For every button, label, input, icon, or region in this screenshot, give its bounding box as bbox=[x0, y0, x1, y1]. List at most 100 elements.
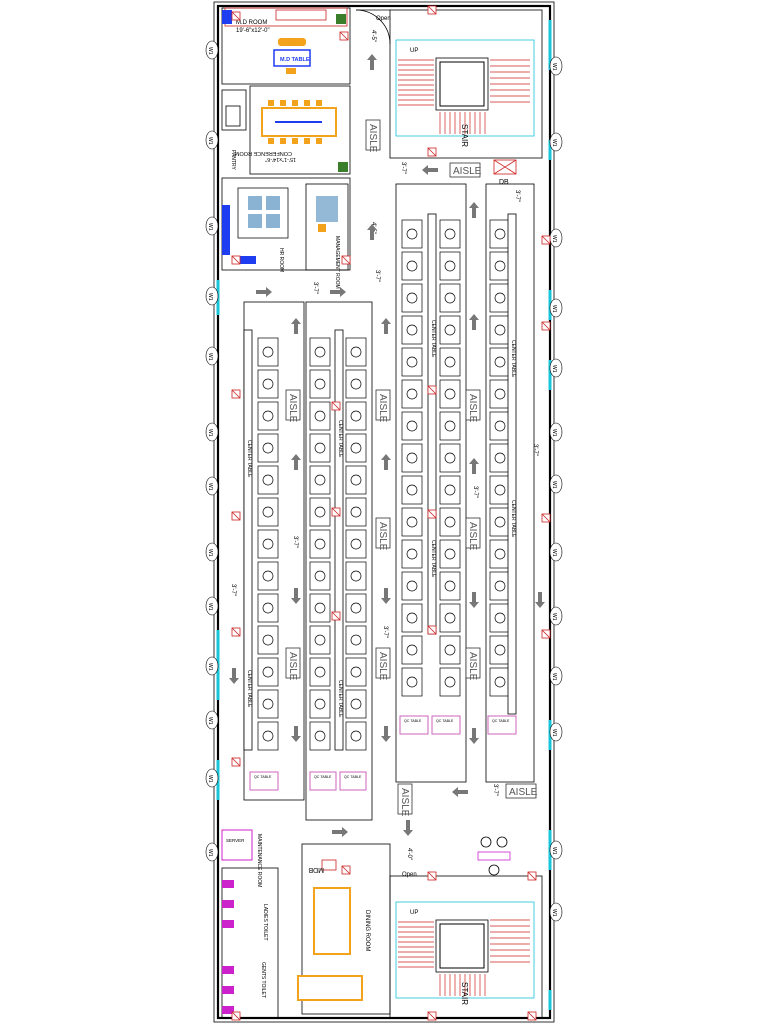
fire-point-icon bbox=[231, 1011, 241, 1021]
workstation bbox=[489, 667, 511, 697]
workstation bbox=[489, 283, 511, 313]
window-tag-right: W1 bbox=[549, 358, 563, 378]
workstation bbox=[439, 539, 461, 569]
window-tag-right: W1 bbox=[549, 422, 563, 442]
workstation bbox=[401, 507, 423, 537]
window-tag-right: W1 bbox=[549, 132, 563, 152]
conference-room-outline bbox=[249, 85, 351, 175]
fire-point-icon bbox=[341, 865, 351, 875]
workstation bbox=[439, 251, 461, 281]
workstation bbox=[309, 561, 331, 591]
md-cabinet bbox=[222, 10, 232, 24]
workstation bbox=[345, 337, 367, 367]
window-tag-right: W1 bbox=[549, 474, 563, 494]
workstation bbox=[309, 657, 331, 687]
flow-arrow bbox=[367, 54, 377, 70]
window-tag-right: W1 bbox=[549, 228, 563, 248]
svg-text:W1: W1 bbox=[207, 429, 213, 437]
window-tag-left: W1 bbox=[205, 422, 219, 442]
workstation bbox=[309, 369, 331, 399]
fire-point-icon bbox=[427, 147, 437, 157]
window-tag-left: W1 bbox=[205, 710, 219, 730]
workstation bbox=[401, 347, 423, 377]
window-tag-left: W1 bbox=[205, 216, 219, 236]
workstation bbox=[309, 625, 331, 655]
outer-wall bbox=[216, 4, 552, 1020]
server-label: SERVER bbox=[226, 838, 245, 843]
window-tag-right: W1 bbox=[549, 56, 563, 76]
fire-point-icon bbox=[541, 235, 551, 245]
workstation bbox=[309, 529, 331, 559]
workstation bbox=[257, 561, 279, 591]
workstation bbox=[345, 497, 367, 527]
fire-point-icon bbox=[339, 31, 349, 41]
fire-point-icon bbox=[427, 871, 437, 881]
workstation bbox=[345, 561, 367, 591]
workstation bbox=[309, 433, 331, 463]
workstation bbox=[489, 475, 511, 505]
flow-arrow bbox=[469, 592, 479, 608]
flow-arrows bbox=[229, 54, 545, 837]
workstation bbox=[257, 497, 279, 527]
svg-text:W1: W1 bbox=[551, 429, 557, 437]
fire-point-icon bbox=[427, 5, 437, 15]
workstation bbox=[489, 603, 511, 633]
fire-point-icon bbox=[341, 255, 351, 265]
conference-size: 15'-1"x14'-6" bbox=[265, 156, 296, 162]
window-tag-right: W1 bbox=[549, 722, 563, 742]
workstation bbox=[309, 721, 331, 751]
workstation bbox=[257, 529, 279, 559]
svg-text:W1: W1 bbox=[551, 847, 557, 855]
workstation bbox=[345, 689, 367, 719]
svg-text:W1: W1 bbox=[207, 663, 213, 671]
flow-arrow bbox=[469, 202, 479, 218]
conference-name: CONFERENCE ROOM bbox=[234, 150, 292, 156]
aisle-1: AISLE bbox=[367, 124, 378, 153]
md-room-size: 19'-6"x12'-0" bbox=[236, 28, 270, 34]
workstation bbox=[401, 379, 423, 409]
window-tag-left: W1 bbox=[205, 656, 219, 676]
workstation bbox=[309, 689, 331, 719]
flow-arrow bbox=[291, 318, 301, 334]
workstation bbox=[401, 443, 423, 473]
workstation bbox=[257, 433, 279, 463]
dim-10: 3'-7" bbox=[230, 584, 236, 596]
aisle-6: AISLE bbox=[377, 522, 388, 551]
dim-4: 3'-7" bbox=[374, 270, 380, 282]
workstation bbox=[439, 507, 461, 537]
workstation bbox=[439, 603, 461, 633]
svg-text:W1: W1 bbox=[551, 139, 557, 147]
flow-arrow bbox=[381, 454, 391, 470]
svg-text:W1: W1 bbox=[207, 603, 213, 611]
window-tag-right: W1 bbox=[549, 542, 563, 562]
workstation bbox=[489, 219, 511, 249]
workstation bbox=[439, 571, 461, 601]
workstation bbox=[439, 347, 461, 377]
workstation bbox=[489, 347, 511, 377]
flow-arrow bbox=[469, 728, 479, 744]
dim-1: 4'-5" bbox=[370, 30, 376, 42]
flow-arrow bbox=[381, 588, 391, 604]
aisle-11: AISLE bbox=[399, 788, 410, 817]
svg-text:W1: W1 bbox=[551, 549, 557, 557]
dining-table-2 bbox=[297, 975, 363, 1001]
workstation bbox=[401, 571, 423, 601]
workstation bbox=[489, 379, 511, 409]
workstation bbox=[439, 379, 461, 409]
fire-point-icon bbox=[231, 255, 241, 265]
workstation bbox=[345, 529, 367, 559]
svg-text:W1: W1 bbox=[207, 293, 213, 301]
md-chairs bbox=[278, 38, 306, 46]
svg-text:W1: W1 bbox=[551, 305, 557, 313]
aisle-3: AISLE bbox=[287, 394, 298, 423]
workstation bbox=[489, 315, 511, 345]
workstation bbox=[257, 689, 279, 719]
svg-text:W1: W1 bbox=[551, 235, 557, 243]
window-tag-left: W1 bbox=[205, 40, 219, 60]
workstation bbox=[489, 443, 511, 473]
qc-label-5: QC TABLE bbox=[436, 719, 454, 723]
open-label-top: Open bbox=[376, 16, 391, 22]
center-table-2: CENTER TABLE bbox=[246, 670, 252, 708]
aisle-9: AISLE bbox=[377, 652, 388, 681]
pantry-label: PANTRY bbox=[230, 150, 236, 170]
